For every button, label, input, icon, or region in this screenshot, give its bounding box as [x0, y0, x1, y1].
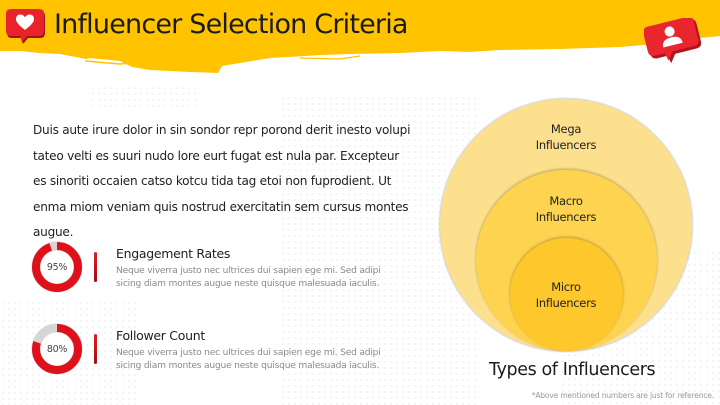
page-title: Influencer Selection Criteria [54, 9, 408, 40]
diagram-title: Types of Influencers [489, 360, 656, 380]
intro-paragraph: Duis aute irure dolor in sin sondor repr… [33, 123, 411, 239]
mega-label: Mega Influencers [535, 122, 597, 152]
metric-description: Neque viverra justo nec ultrices dui sap… [116, 348, 381, 371]
metric-title: Follower Count [116, 328, 205, 343]
micro-label: Micro Influencers [535, 280, 597, 310]
engagement-percent: 95% [46, 261, 68, 273]
metric-follower-count: 80% Follower Count Neque viverra justo n… [28, 322, 408, 382]
follower-percent: 80% [46, 343, 68, 355]
dot-pattern-top [90, 85, 200, 110]
metric-title: Engagement Rates [116, 246, 231, 261]
macro-label: Macro Influencers [535, 194, 597, 224]
footnote: *Above mentioned numbers are just for re… [531, 391, 714, 400]
divider-bar [94, 252, 97, 282]
engagement-donut-chart [31, 241, 83, 293]
micro-influencers-circle [510, 238, 623, 351]
divider-bar [94, 334, 97, 364]
metric-engagement-rates: 95% Engagement Rates Neque viverra justo… [28, 240, 408, 300]
metric-description: Neque viverra justo nec ultrices dui sap… [116, 266, 381, 289]
follower-notification-icon [643, 16, 702, 64]
header-banner [0, 0, 720, 80]
heart-notification-icon [6, 9, 46, 45]
follower-donut-chart [31, 323, 83, 375]
